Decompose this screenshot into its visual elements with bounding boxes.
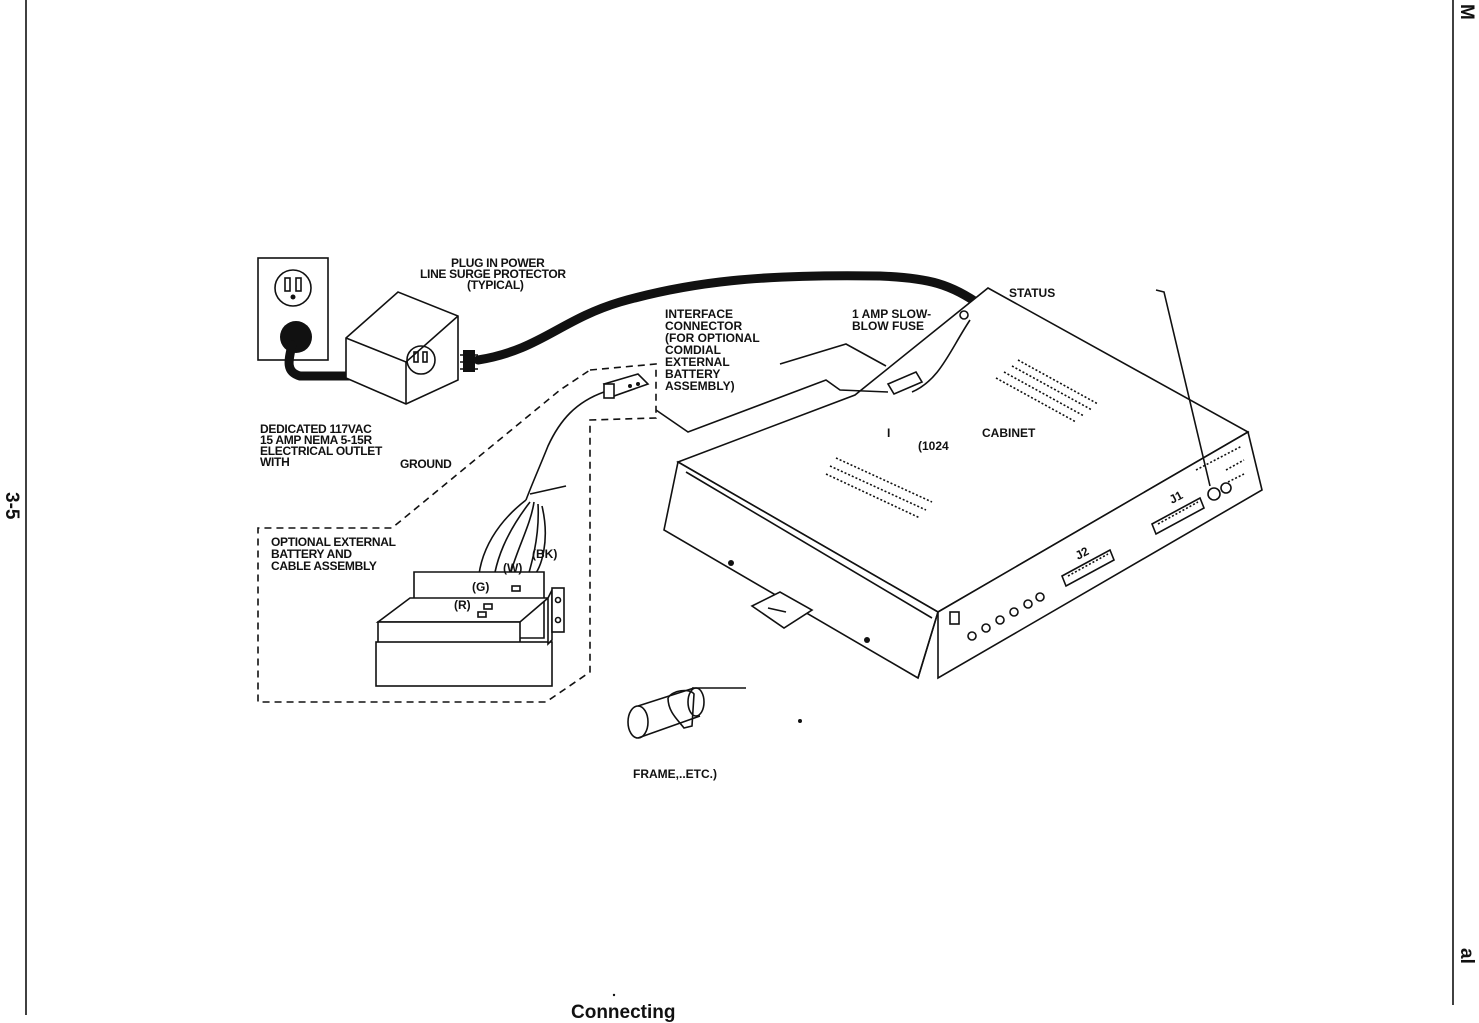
frame-label: FRAME,..ETC.) <box>633 767 717 781</box>
power-cord <box>473 271 987 365</box>
svg-text:ASSEMBLY): ASSEMBLY) <box>665 379 735 393</box>
battery-assembly-outline <box>257 363 657 703</box>
j2-connector <box>1060 548 1116 588</box>
wire-bk-label: (BK) <box>532 547 557 561</box>
ground-clamp <box>627 687 802 739</box>
wire-r-label: (R) <box>454 598 471 612</box>
figure-caption: Connecting <box>571 1002 676 1023</box>
svg-text:BATTERY: BATTERY <box>665 367 720 381</box>
j2-label: J2 <box>1073 544 1092 563</box>
surge-protector <box>345 291 478 405</box>
surge-protector-label: PLUG IN POWER LINE SURGE PROTECTOR (TYPI… <box>420 256 567 292</box>
fuse-holder <box>886 370 924 396</box>
interface-connector-plug <box>602 373 650 399</box>
svg-text:COMDIAL: COMDIAL <box>665 343 721 357</box>
j1-connector <box>1150 496 1206 536</box>
battery-cable <box>525 391 605 501</box>
cabinet <box>663 287 1263 680</box>
svg-text:ELECTRICAL OUTLET: ELECTRICAL OUTLET <box>260 444 383 458</box>
status-leader <box>1155 289 1211 487</box>
cabinet-prefix: I <box>887 426 890 440</box>
j1-label: J1 <box>1167 488 1186 507</box>
right-margin-bottom-text: al <box>1456 948 1477 964</box>
svg-text:CONNECTOR: CONNECTOR <box>665 319 742 333</box>
batteries <box>375 571 565 687</box>
svg-text:DEDICATED 117VAC: DEDICATED 117VAC <box>260 422 372 436</box>
svg-text:PLUG IN POWER: PLUG IN POWER <box>451 256 545 270</box>
outlet-cord <box>284 340 367 381</box>
wall-outlet <box>257 257 329 361</box>
svg-text:EXTERNAL: EXTERNAL <box>665 355 730 369</box>
wire-w-label: (W) <box>503 561 522 575</box>
svg-text:1 AMP SLOW-: 1 AMP SLOW- <box>852 307 931 321</box>
status-label: STATUS <box>1009 286 1055 300</box>
top-vents-rear <box>995 359 1099 423</box>
outlet-label: DEDICATED 117VAC 15 AMP NEMA 5-15R ELECT… <box>260 422 452 471</box>
interface-leader <box>655 379 889 433</box>
svg-text:INTERFACE: INTERFACE <box>665 307 733 321</box>
svg-text:(FOR OPTIONAL: (FOR OPTIONAL <box>665 331 760 345</box>
svg-text:CABLE ASSEMBLY: CABLE ASSEMBLY <box>271 559 377 573</box>
svg-text:BLOW FUSE: BLOW FUSE <box>852 319 924 333</box>
cabinet-label: CABINET <box>982 426 1036 440</box>
side-vents <box>1195 445 1245 483</box>
interface-connector-label: INTERFACE CONNECTOR (FOR OPTIONAL COMDIA… <box>665 307 760 393</box>
svg-text:BATTERY AND: BATTERY AND <box>271 547 352 561</box>
svg-text:15 AMP NEMA 5-15R: 15 AMP NEMA 5-15R <box>260 433 372 447</box>
fuse-cap <box>959 310 969 320</box>
svg-text:LINE SURGE PROTECTOR: LINE SURGE PROTECTOR <box>420 267 566 281</box>
top-vents-front <box>825 457 933 519</box>
wire-g-label: (G) <box>472 580 489 594</box>
right-margin-top-text: M <box>1456 4 1477 20</box>
front-jacks <box>967 592 1045 641</box>
mounting-bracket <box>750 591 814 629</box>
svg-text:GROUND: GROUND <box>400 457 452 471</box>
battery-assembly-label: OPTIONAL EXTERNAL BATTERY AND CABLE ASSE… <box>271 535 396 573</box>
svg-text:(TYPICAL): (TYPICAL) <box>467 278 524 292</box>
svg-text:WITH: WITH <box>260 455 289 469</box>
svg-text:OPTIONAL EXTERNAL: OPTIONAL EXTERNAL <box>271 535 396 549</box>
page-number: 3-5 <box>1 492 22 520</box>
status-led <box>1207 487 1221 501</box>
cabinet-model: (1024 <box>918 439 949 453</box>
battery-wires <box>477 499 546 601</box>
fuse-label: 1 AMP SLOW- BLOW FUSE <box>852 307 931 333</box>
